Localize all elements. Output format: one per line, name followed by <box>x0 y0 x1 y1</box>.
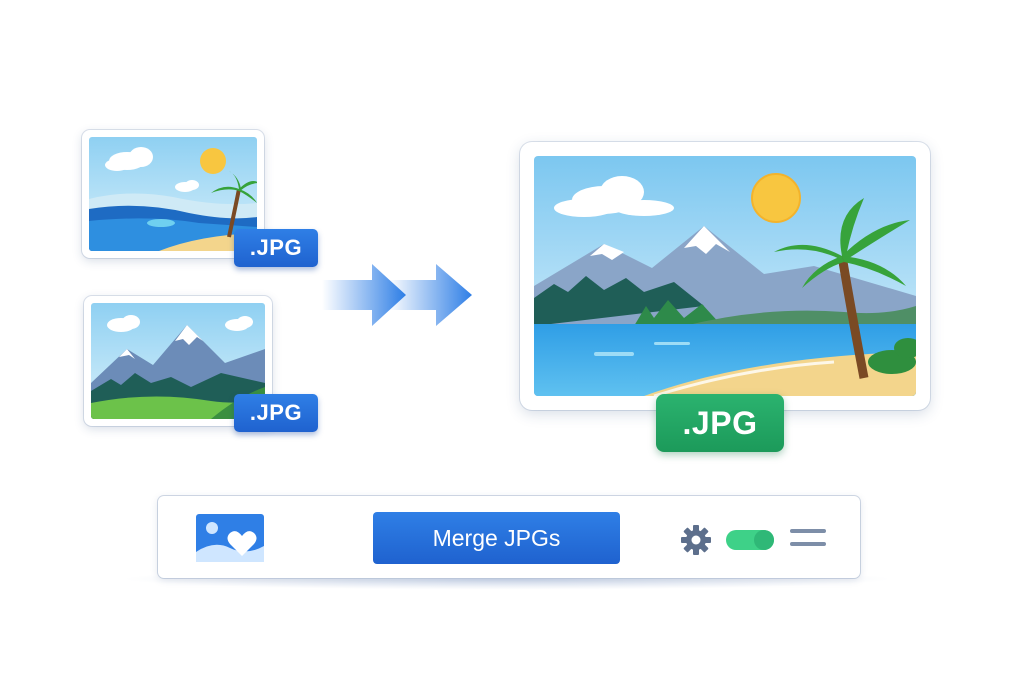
beach-image <box>89 137 257 251</box>
toggle-switch[interactable] <box>726 530 774 550</box>
hamburger-menu-icon[interactable] <box>790 529 826 551</box>
jpg-badge-output: .JPG <box>656 394 784 452</box>
input-image-mountain[interactable] <box>84 296 272 426</box>
gear-icon[interactable] <box>680 524 712 556</box>
mountain-image <box>91 303 265 419</box>
merge-arrows-icon <box>322 264 472 326</box>
jpg-badge: .JPG <box>234 394 318 432</box>
merge-toolbar: Merge JPGs <box>158 496 860 578</box>
input-image-beach[interactable] <box>82 130 264 258</box>
jpg-badge: .JPG <box>234 229 318 267</box>
image-heart-icon <box>196 514 264 562</box>
merge-jpgs-button[interactable]: Merge JPGs <box>373 512 620 564</box>
merged-image <box>534 156 916 396</box>
toggle-knob <box>754 530 774 550</box>
merged-image-card[interactable] <box>520 142 930 410</box>
